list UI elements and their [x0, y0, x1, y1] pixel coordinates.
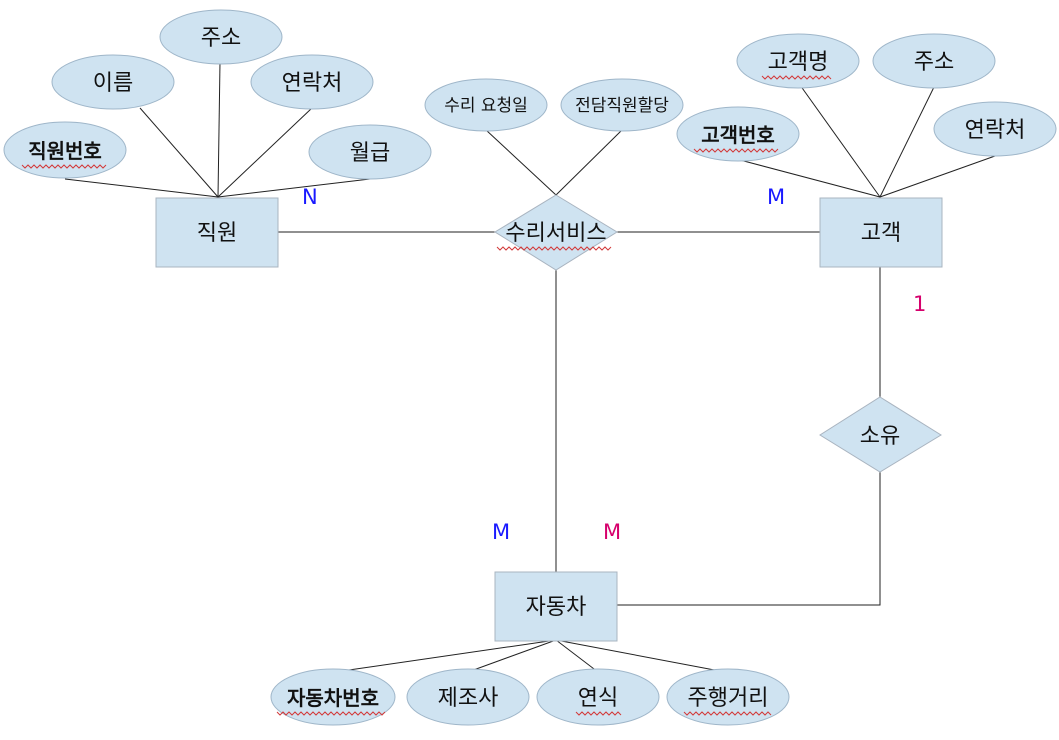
svg-text:주행거리: 주행거리 [688, 686, 769, 711]
customer-attr-name: 고객명 [736, 33, 860, 89]
employee-attr-salary: 월급 [308, 124, 432, 180]
svg-text:자동차번호: 자동차번호 [287, 686, 379, 710]
service-attr-assigned-staff: 전담직원할당 [560, 78, 684, 132]
svg-text:제조사: 제조사 [438, 686, 499, 711]
service-attr-request-date: 수리 요청일 [424, 78, 548, 132]
cardinality-employee-service: N [302, 185, 318, 209]
cardinality-customer-service: M [767, 185, 785, 209]
svg-text:자동차: 자동차 [526, 595, 587, 620]
car-attr-maker: 제조사 [406, 668, 530, 726]
svg-text:직원번호: 직원번호 [28, 139, 102, 163]
car-attr-year: 연식 [536, 668, 660, 726]
svg-text:연락처: 연락처 [282, 71, 343, 96]
svg-text:월급: 월급 [350, 141, 390, 166]
svg-text:이름: 이름 [93, 71, 133, 96]
relationship-ownership: 소유 [819, 396, 942, 473]
cardinality-car-ownership: M [603, 520, 621, 544]
svg-text:직원: 직원 [197, 221, 237, 246]
svg-text:전담직원할당: 전담직원할당 [575, 96, 669, 116]
relationship-repair-service: 수리서비스 [494, 194, 618, 271]
svg-text:고객: 고객 [861, 221, 901, 246]
svg-text:주소: 주소 [201, 26, 241, 51]
car-attr-mileage: 주행거리 [666, 668, 790, 726]
customer-attr-id: 고객번호 [676, 106, 800, 162]
svg-text:수리 요청일: 수리 요청일 [444, 96, 528, 116]
svg-text:수리서비스: 수리서비스 [505, 221, 606, 246]
employee-attr-contact: 연락처 [250, 54, 374, 110]
connector-lines [64, 61, 996, 673]
svg-text:고객번호: 고객번호 [701, 123, 775, 147]
svg-text:소유: 소유 [860, 424, 900, 449]
entity-employee: 직원 [155, 197, 279, 268]
cardinality-car-service: M [492, 520, 510, 544]
svg-text:연락처: 연락처 [965, 118, 1026, 143]
svg-text:연식: 연식 [578, 686, 618, 711]
svg-text:주소: 주소 [914, 50, 954, 75]
svg-text:고객명: 고객명 [768, 50, 829, 75]
entity-customer: 고객 [819, 197, 943, 268]
employee-attr-name: 이름 [51, 54, 175, 110]
employee-attr-address: 주소 [159, 9, 283, 65]
customer-attr-contact: 연락처 [933, 101, 1057, 157]
customer-attr-address: 주소 [872, 33, 996, 89]
car-attr-id: 자동차번호 [270, 668, 396, 726]
employee-attr-id: 직원번호 [3, 121, 127, 179]
entity-car: 자동차 [494, 571, 618, 642]
cardinality-customer-ownership: 1 [913, 292, 926, 316]
